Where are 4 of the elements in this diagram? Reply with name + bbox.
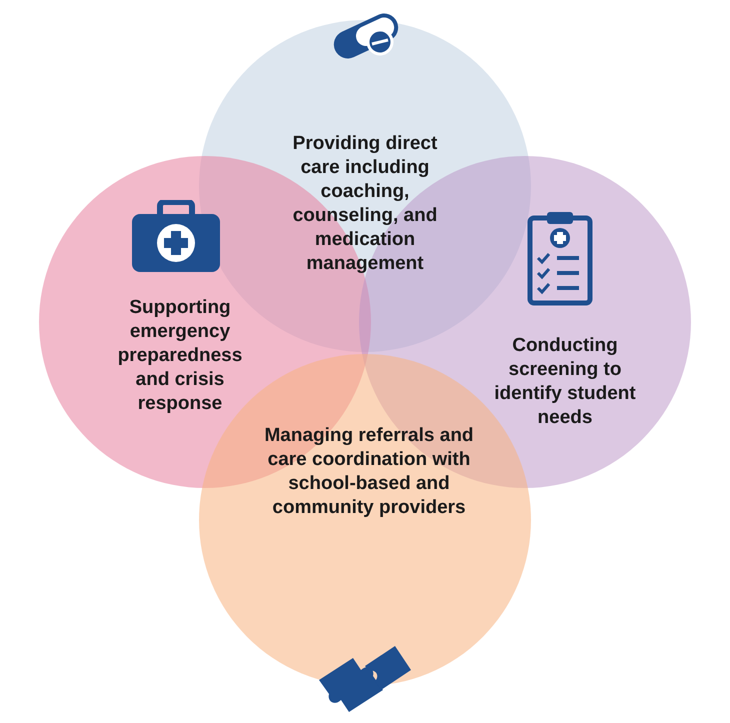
circle-label: Managing referrals and care coordination with school-based and community providers	[263, 424, 475, 520]
circle-label: Supporting emergency preparedness and crisis response	[116, 296, 244, 416]
circle-label: Providing direct care including coaching, counseling, and medication management	[292, 132, 438, 276]
circle-label: Conducting screening to identify student needs	[493, 334, 637, 430]
